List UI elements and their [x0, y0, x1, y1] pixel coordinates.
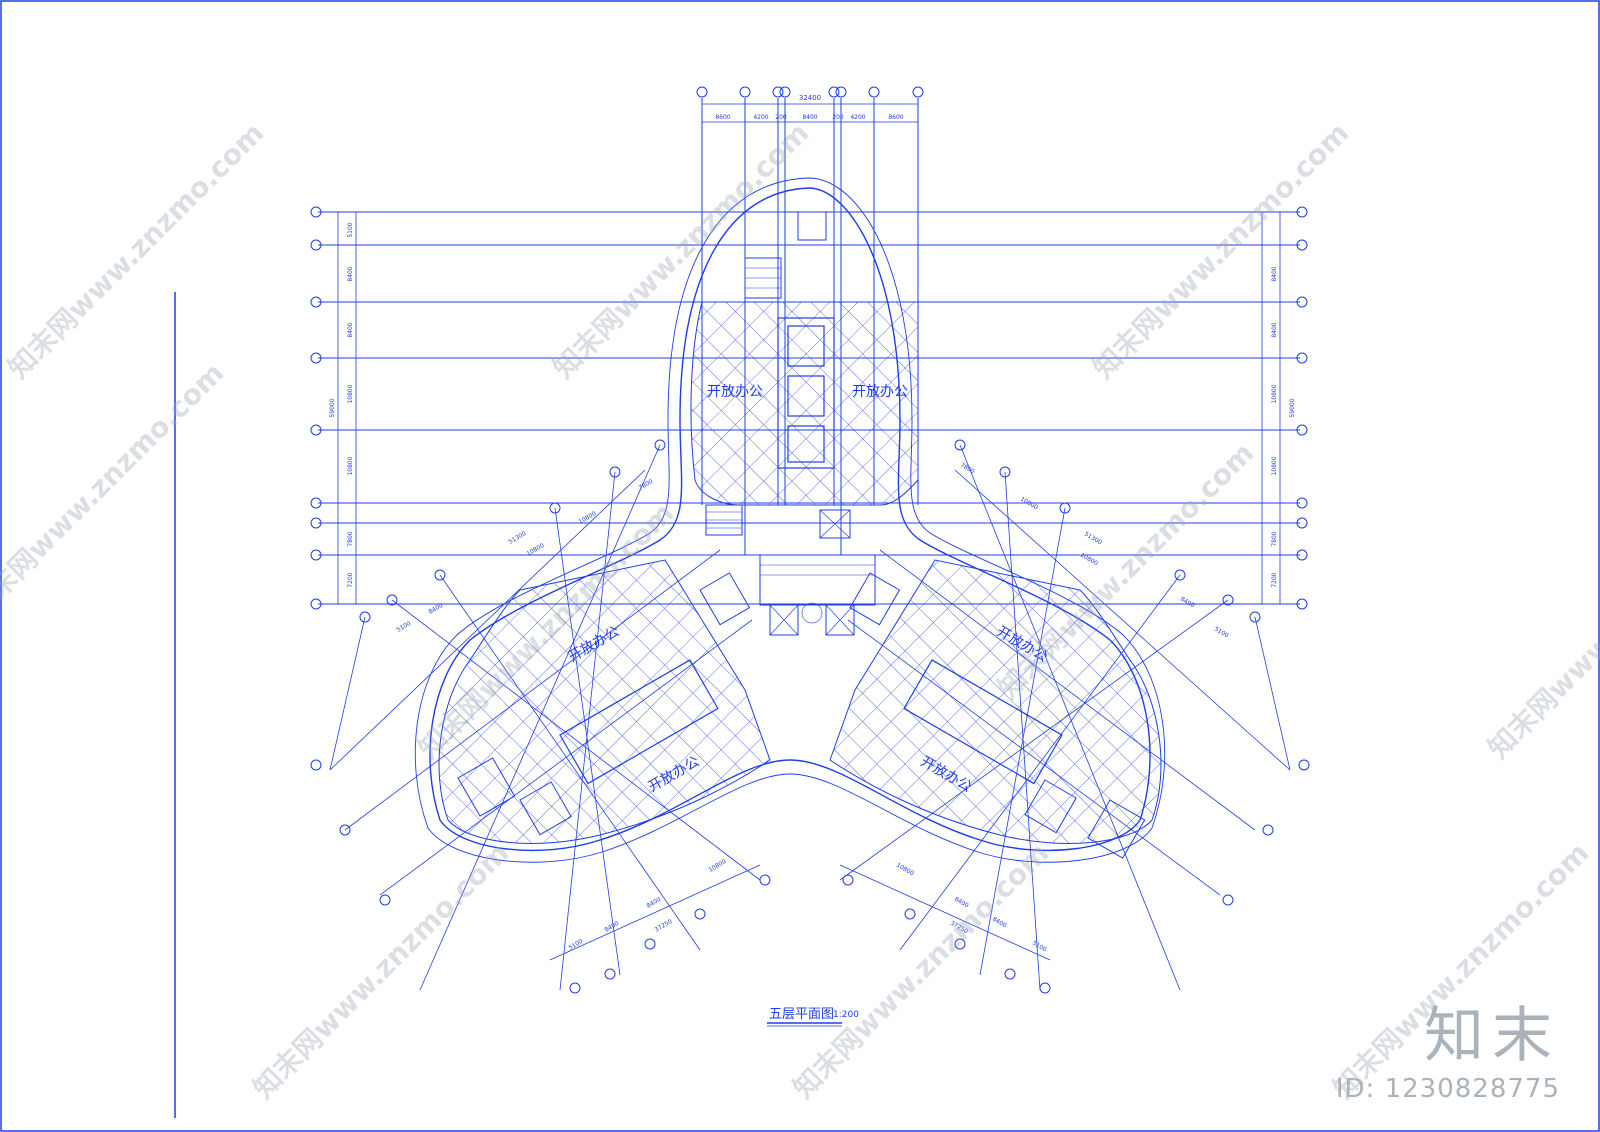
svg-text:200: 200 [832, 114, 844, 121]
svg-text:37250: 37250 [654, 918, 674, 934]
svg-text:51300: 51300 [508, 530, 528, 546]
grid-bubbles-top [696, 86, 924, 98]
overall-dim-top: 32400 [799, 94, 821, 102]
svg-text:51300: 51300 [1083, 531, 1103, 547]
brand-id: ID: 1230828775 [1335, 1074, 1560, 1104]
svg-text:7200: 7200 [347, 572, 354, 587]
svg-text:10800: 10800 [1079, 552, 1099, 568]
svg-text:8400: 8400 [802, 114, 817, 121]
left-dims: 5100 8400 8400 10800 10800 7800 7200 590… [329, 222, 354, 587]
wing-atria [559, 659, 1063, 785]
svg-text:8400: 8400 [1271, 322, 1278, 337]
svg-text:10800: 10800 [895, 862, 915, 878]
svg-text:4200: 4200 [753, 114, 768, 121]
svg-text:5100: 5100 [347, 222, 354, 237]
svg-text:8400: 8400 [1179, 596, 1196, 610]
svg-text:5100: 5100 [568, 938, 585, 952]
room-label-top-right: 开放办公 [852, 384, 908, 400]
grid-bubbles-right [1296, 206, 1308, 610]
right-wing-grid [839, 444, 1291, 991]
right-dims: 8400 8400 10800 10800 7800 7200 59000 [1271, 266, 1296, 587]
svg-text:5100: 5100 [1213, 626, 1230, 640]
svg-text:8600: 8600 [888, 114, 903, 121]
svg-text:知末网www.znzmo.com: 知末网www.znzmo.com [247, 836, 516, 1105]
svg-text:10800: 10800 [1019, 496, 1039, 512]
wing-cores [457, 572, 1146, 859]
svg-text:知末网www.znzmo.com: 知末网www.znzmo.com [1087, 116, 1356, 385]
svg-text:10800: 10800 [1271, 456, 1278, 475]
svg-text:5100: 5100 [1031, 940, 1048, 954]
svg-text:200: 200 [775, 114, 787, 121]
building-outline [414, 177, 1166, 863]
svg-text:知末网www.znzmo.com: 知末网www.znzmo.com [787, 836, 1056, 1105]
svg-text:7800: 7800 [638, 478, 655, 492]
core-details [706, 267, 875, 636]
svg-text:7200: 7200 [1271, 572, 1278, 587]
svg-text:8400: 8400 [347, 322, 354, 337]
svg-text:59000: 59000 [329, 398, 336, 417]
svg-text:7800: 7800 [1271, 531, 1278, 546]
svg-text:知末网www.znzmo.com: 知末网www.znzmo.com [2, 116, 271, 385]
top-atrium [777, 317, 835, 469]
wing-dims-bottom-left: 5100 8400 8400 10800 37250 [568, 858, 728, 952]
brand-logo: 知末 [1424, 1001, 1560, 1071]
svg-text:8400: 8400 [1271, 266, 1278, 281]
svg-text:10800: 10800 [708, 858, 728, 874]
watermarks: 知末网www.znzmo.com 知末网www.znzmo.com 知末网www… [0, 116, 1600, 1105]
brand-stamp: 知末 ID: 1230828775 [1336, 1006, 1560, 1104]
right-wing-bubbles [842, 439, 1310, 994]
svg-text:10800: 10800 [347, 384, 354, 403]
hatched-zones [438, 301, 1162, 844]
svg-text:10800: 10800 [347, 456, 354, 475]
svg-text:10800: 10800 [1271, 384, 1278, 403]
drawing-title: 五层平面图 [769, 1007, 834, 1022]
svg-text:知末网www.znzmo.com: 知末网www.znzmo.com [0, 356, 230, 625]
svg-text:知末网www.znzmo.com: 知末网www.znzmo.com [1482, 496, 1600, 765]
room-label-top-left: 开放办公 [707, 384, 763, 400]
top-dims: 8600 4200 200 8400 200 4200 8600 [715, 114, 903, 121]
svg-text:8600: 8600 [715, 114, 730, 121]
svg-text:59000: 59000 [1289, 398, 1296, 417]
svg-text:7800: 7800 [347, 531, 354, 546]
svg-text:7800: 7800 [959, 462, 976, 476]
dimension-chains-vertical [337, 212, 1281, 604]
svg-text:5100: 5100 [396, 620, 413, 634]
svg-text:8400: 8400 [646, 896, 663, 910]
left-wing-grid [329, 444, 761, 991]
left-wing-bubbles [310, 439, 771, 994]
grid-bubbles-left [310, 206, 322, 610]
svg-text:4200: 4200 [850, 114, 865, 121]
drawing-scale: 1:200 [833, 1010, 859, 1020]
svg-text:8400: 8400 [347, 266, 354, 281]
